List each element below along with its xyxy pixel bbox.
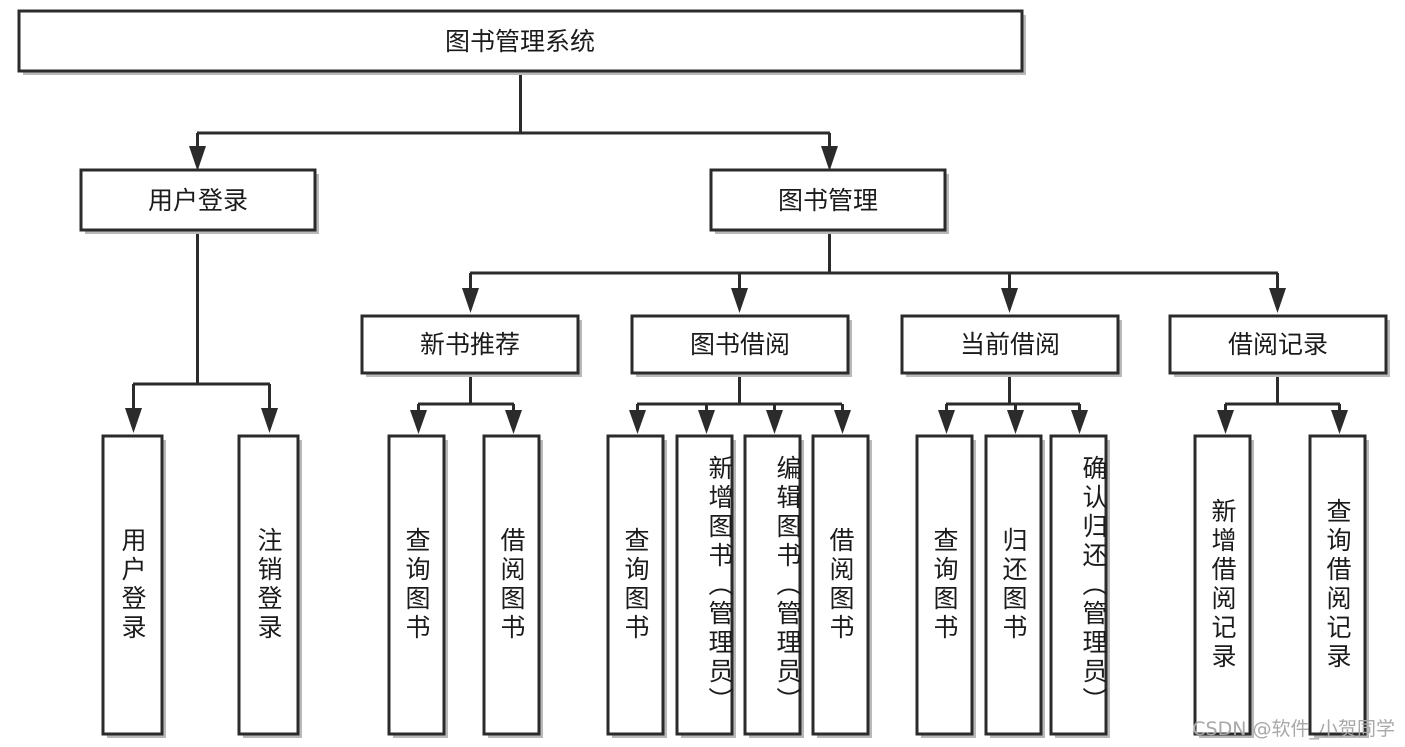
node-nbr-label: 新书推荐 <box>420 330 520 359</box>
leaf-confirm-return[interactable] <box>1049 434 1110 738</box>
arrowhead-leaf-add-record <box>1217 410 1234 434</box>
connector-group-book-management <box>462 233 1286 313</box>
leaf-user-login[interactable] <box>101 434 166 738</box>
arrowhead-borrow-record <box>1269 288 1286 313</box>
connector-group-new-book-recommend <box>410 375 522 434</box>
leaf-edit-book-box[interactable] <box>743 434 802 736</box>
connector-group-root <box>189 73 838 171</box>
node-user-login[interactable]: 用户登录 <box>79 168 319 234</box>
arrowhead-leaf-user-login <box>125 408 142 433</box>
leaf-add-record-box[interactable] <box>1193 434 1252 736</box>
node-current-borrow[interactable]: 当前借阅 <box>900 314 1122 377</box>
connector-group-borrow-record <box>1217 375 1348 434</box>
node-cb-box[interactable] <box>900 314 1120 375</box>
node-bb-label: 图书借阅 <box>690 330 790 359</box>
arrowhead-leaf-query-book-1 <box>410 410 427 434</box>
arrowhead-leaf-borrow-book-1 <box>505 410 522 434</box>
arrowhead-leaf-add-book <box>698 410 715 434</box>
leaf-logout-login-box[interactable] <box>237 434 300 736</box>
leaf-logout-login[interactable] <box>237 434 302 738</box>
leaf-edit-book[interactable] <box>743 434 804 738</box>
leaf-borrow-book-2-box[interactable] <box>811 434 870 736</box>
node-user-login-box[interactable] <box>79 168 317 232</box>
arrowhead-leaf-confirm-return <box>1071 410 1088 434</box>
leaf-borrow-book-2[interactable] <box>811 434 872 738</box>
leaf-borrow-book-1[interactable] <box>482 434 543 738</box>
leaf-user-login-box[interactable] <box>101 434 164 736</box>
node-cb-label: 当前借阅 <box>960 330 1060 359</box>
node-book-management-label: 图书管理 <box>778 186 878 215</box>
leaf-query-book-3-box[interactable] <box>915 434 974 736</box>
leaf-query-book-1[interactable] <box>387 434 448 738</box>
arrowhead-leaf-borrow-book-2 <box>834 410 851 434</box>
leaf-query-book-1-box[interactable] <box>387 434 446 736</box>
connector-group-user-login <box>125 233 278 433</box>
node-book-management[interactable]: 图书管理 <box>709 168 949 234</box>
node-root-box[interactable] <box>17 9 1024 73</box>
arrowhead-leaf-return-book <box>1007 410 1024 434</box>
leaf-borrow-book-1-box[interactable] <box>482 434 541 736</box>
node-nbr-box[interactable] <box>360 314 580 375</box>
arrowhead-leaf-logout-login <box>261 408 278 433</box>
leaf-add-book-box[interactable] <box>675 434 734 736</box>
arrowhead-current-borrow <box>1001 288 1018 313</box>
arrowhead-book-borrow <box>731 288 748 313</box>
arrowhead-new-book-recommend <box>462 288 479 313</box>
csdn-watermark: CSDN @软件_小贺同学 <box>1192 718 1395 740</box>
leaf-add-record[interactable] <box>1193 434 1254 738</box>
leaf-confirm-return-box[interactable] <box>1049 434 1108 736</box>
leaf-query-book-2[interactable] <box>606 434 667 738</box>
node-bb-box[interactable] <box>630 314 850 375</box>
arrowhead-leaf-edit-book <box>766 410 783 434</box>
node-root[interactable]: 图书管理系统 <box>17 9 1026 75</box>
leaf-return-book[interactable] <box>984 434 1045 738</box>
connector-group-current-borrow <box>938 375 1088 434</box>
arrowhead-user-login <box>189 146 206 171</box>
node-user-login-label: 用户登录 <box>148 186 248 215</box>
leaf-add-book[interactable] <box>675 434 736 738</box>
node-br-label: 借阅记录 <box>1228 330 1328 359</box>
node-br-box[interactable] <box>1168 314 1388 375</box>
node-book-borrow[interactable]: 图书借阅 <box>630 314 852 377</box>
arrowhead-leaf-query-book-2 <box>629 410 646 434</box>
arrowhead-leaf-query-book-3 <box>938 410 955 434</box>
connector-group-book-borrow <box>629 375 851 434</box>
node-book-management-box[interactable] <box>709 168 947 232</box>
node-borrow-record[interactable]: 借阅记录 <box>1168 314 1390 377</box>
leaf-query-record[interactable] <box>1308 434 1369 738</box>
arrowhead-book-management <box>821 146 838 171</box>
leaf-query-book-3[interactable] <box>915 434 976 738</box>
node-new-book-recommend[interactable]: 新书推荐 <box>360 314 582 377</box>
node-root-label: 图书管理系统 <box>445 27 595 56</box>
leaf-query-record-box[interactable] <box>1308 434 1367 736</box>
leaf-query-book-2-box[interactable] <box>606 434 665 736</box>
arrowhead-leaf-query-record <box>1331 410 1348 434</box>
leaf-return-book-box[interactable] <box>984 434 1043 736</box>
